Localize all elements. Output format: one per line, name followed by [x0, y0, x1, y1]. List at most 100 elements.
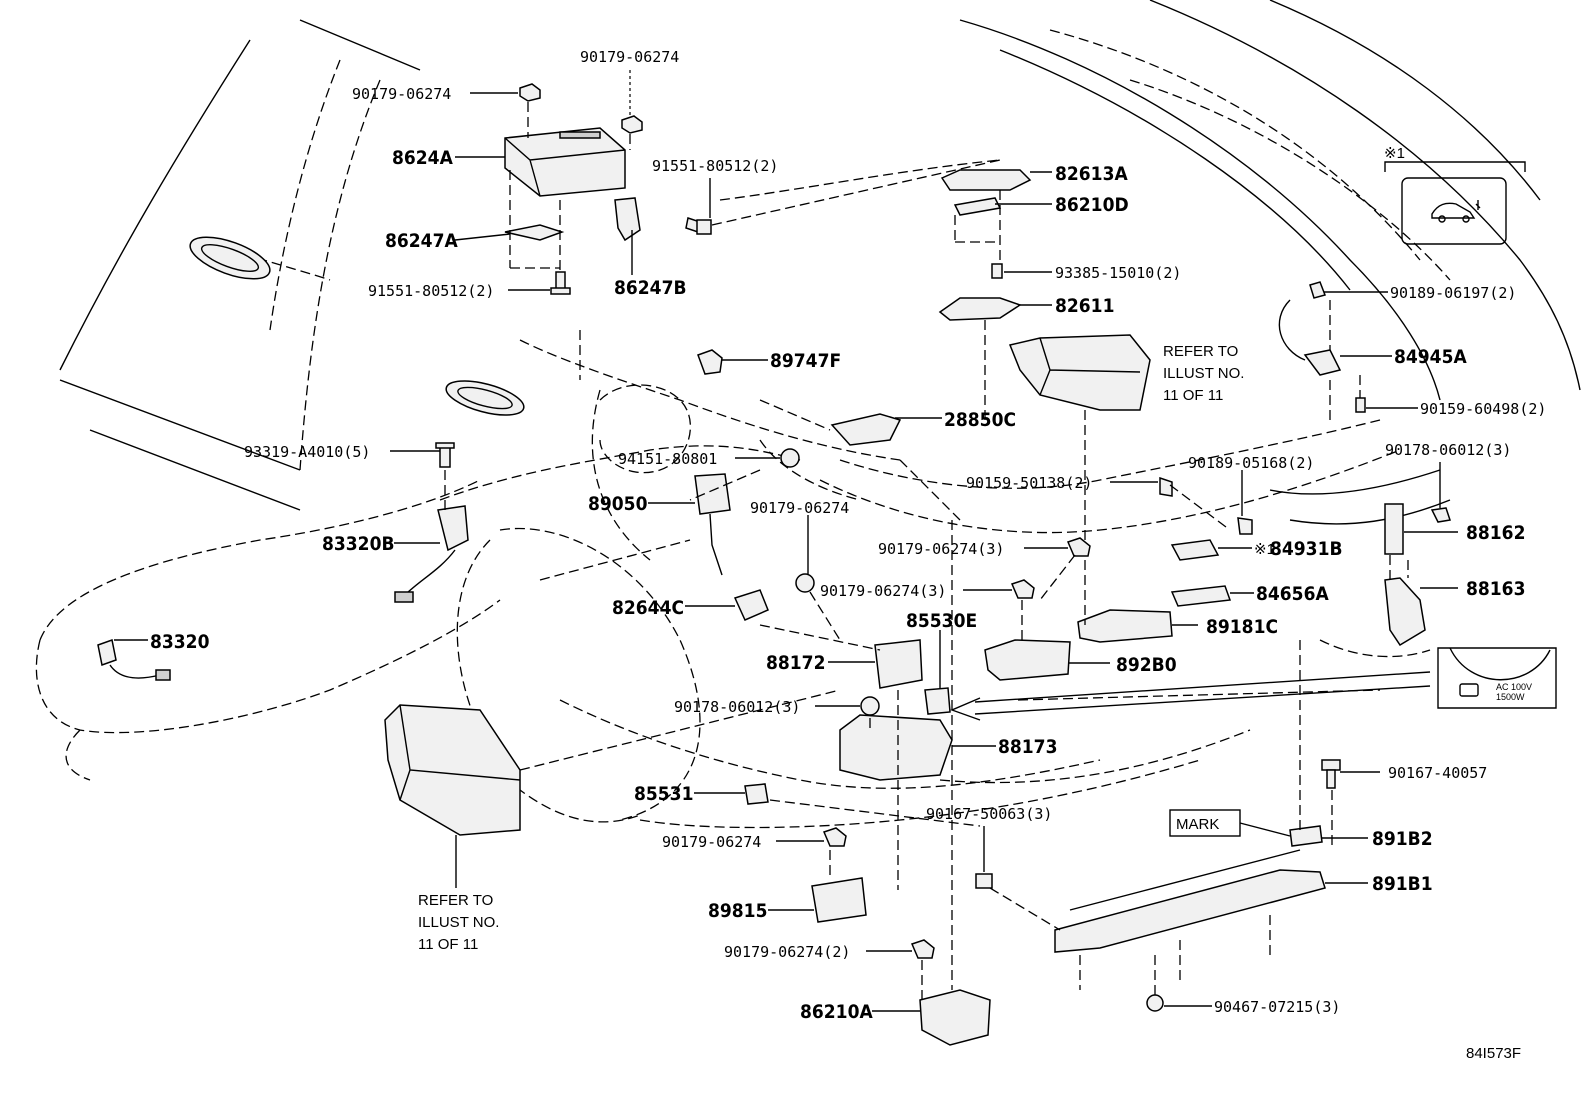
bolt-90167-50063 — [975, 873, 993, 889]
label-p12: 90189-06197(2) — [1390, 284, 1516, 302]
nut-90179-center — [1066, 537, 1091, 557]
module-8624A — [504, 127, 626, 197]
sensor-89050 — [694, 473, 731, 576]
label-p19: 90159-50138(2) — [966, 474, 1092, 492]
harness-891B1 — [1054, 849, 1326, 953]
label-p41: 90167-50063(3) — [926, 805, 1052, 823]
label-p31: 82644C — [612, 597, 684, 619]
nut-top-right — [621, 115, 643, 134]
sensor-88172 — [874, 639, 923, 689]
bracket-82611 — [938, 297, 1022, 321]
label-p25: 84931B — [1270, 538, 1343, 560]
label-p46: 90179-06274(2) — [724, 943, 850, 961]
label-p28: 90179-06274(3) — [820, 582, 946, 600]
label-p30: 88163 — [1466, 578, 1525, 600]
clip-90189-05168 — [1237, 517, 1253, 535]
label-p34: 83320 — [150, 631, 210, 653]
refer-note-right: REFER TO ILLUST NO. 11 OF 11 — [1163, 343, 1244, 404]
ecu-892B0 — [984, 639, 1071, 681]
label-p35: 88172 — [766, 652, 825, 674]
leader-lines — [114, 70, 1458, 1012]
sensor-83320B — [394, 505, 469, 603]
label-p24: 90179-06274(3) — [878, 540, 1004, 558]
label-p26: 88162 — [1466, 522, 1525, 544]
sensor-84945A — [1278, 299, 1342, 376]
switch-84931B — [1170, 539, 1220, 561]
ecu-89815 — [811, 877, 867, 923]
label-p36: 892B0 — [1116, 654, 1177, 676]
label-p15: 89747F — [770, 350, 841, 372]
label-p18: 94151-80801 — [618, 450, 717, 468]
relay-28850C — [830, 413, 902, 446]
label-p16: 28850C — [944, 409, 1016, 431]
mark-callout: MARK — [1169, 809, 1241, 837]
label-p08: 82613A — [1055, 163, 1128, 185]
part-85531 — [744, 783, 769, 805]
nut-90178-right — [1430, 507, 1451, 523]
screw-93385 — [991, 263, 1003, 279]
refer-right-line-2: ILLUST NO. — [1163, 365, 1244, 382]
label-p27: 83320B — [322, 533, 395, 555]
nut-90179-bottom — [822, 827, 847, 847]
bracket-86247A — [504, 224, 565, 241]
label-p20: 90189-05168(2) — [1188, 454, 1314, 472]
bolt-93319 — [435, 442, 455, 468]
bracket-86247B — [614, 197, 641, 242]
label-p37: 90178-06012(3) — [674, 698, 800, 716]
label-p38: 88173 — [998, 736, 1057, 758]
switch-84656A — [1170, 585, 1232, 607]
bolt-90159-50138 — [1159, 476, 1173, 497]
label-p17: 93319-A4010(5) — [244, 443, 370, 461]
label-p11: 82611 — [1055, 295, 1114, 317]
nut-90179-lower — [1010, 579, 1035, 599]
label-p40: 85531 — [634, 783, 693, 805]
label-p06: 91551-80512(2) — [368, 282, 494, 300]
refer-right-line-1: REFER TO — [1163, 343, 1238, 360]
label-p23: 90179-06274 — [750, 499, 849, 517]
door-handle-recesses — [189, 236, 525, 416]
part-86210A — [919, 989, 991, 1046]
label-p32: 85530E — [906, 610, 977, 632]
label-p39: 90167-40057 — [1388, 764, 1487, 782]
label-p01: 90179-06274 — [580, 48, 679, 66]
bolt-90159-60498 — [1355, 397, 1366, 413]
nut-90178-left — [860, 696, 880, 716]
part-labels: 90179-06274 90179-06274 8624A 91551-8051… — [150, 48, 1546, 1023]
label-p44: 891B1 — [1372, 873, 1433, 895]
label-p03: 8624A — [392, 147, 454, 169]
label-p05: 86247A — [385, 230, 458, 252]
inset-outlet: AC 100V 1500W — [1437, 647, 1557, 709]
label-p33: 89181C — [1206, 616, 1278, 638]
figure-code: 84I573F — [1466, 1045, 1521, 1062]
nut-90179-mid — [795, 573, 815, 593]
nut-94151 — [780, 448, 800, 468]
label-p43: 891B2 — [1372, 828, 1433, 850]
label-p21: 90178-06012(3) — [1385, 441, 1511, 459]
part-86210D — [953, 197, 1002, 216]
outlet-wattage-label: 1500W — [1496, 692, 1525, 702]
bracket-88163 — [1384, 577, 1426, 647]
refer-right-line-3: 11 OF 11 — [1163, 387, 1223, 404]
ecu-89181C — [1077, 609, 1173, 643]
note-bracket: ※1 — [1384, 145, 1526, 172]
part-85530E — [924, 687, 951, 715]
label-p13: 84945A — [1394, 346, 1467, 368]
nut-90179-bottom-2 — [910, 939, 935, 959]
label-p25-marker: ※1 — [1254, 541, 1275, 558]
nut-top-left — [519, 83, 541, 102]
bracket-88173 — [839, 714, 953, 781]
dashed-connectors — [444, 102, 1409, 1000]
label-p14: 90159-60498(2) — [1420, 400, 1546, 418]
label-p42: 90179-06274 — [662, 833, 761, 851]
part-82644C — [733, 589, 769, 621]
label-p09: 86210D — [1055, 194, 1129, 216]
inset-switch — [1401, 177, 1507, 245]
refer-note-left: REFER TO ILLUST NO. 11 OF 11 — [418, 892, 499, 953]
pointer-arrow — [950, 671, 1431, 721]
junction-box-upper — [1008, 334, 1151, 411]
junction-box-lower — [384, 704, 521, 836]
harness-891B2 — [1289, 825, 1323, 847]
label-p22: 89050 — [588, 493, 648, 515]
